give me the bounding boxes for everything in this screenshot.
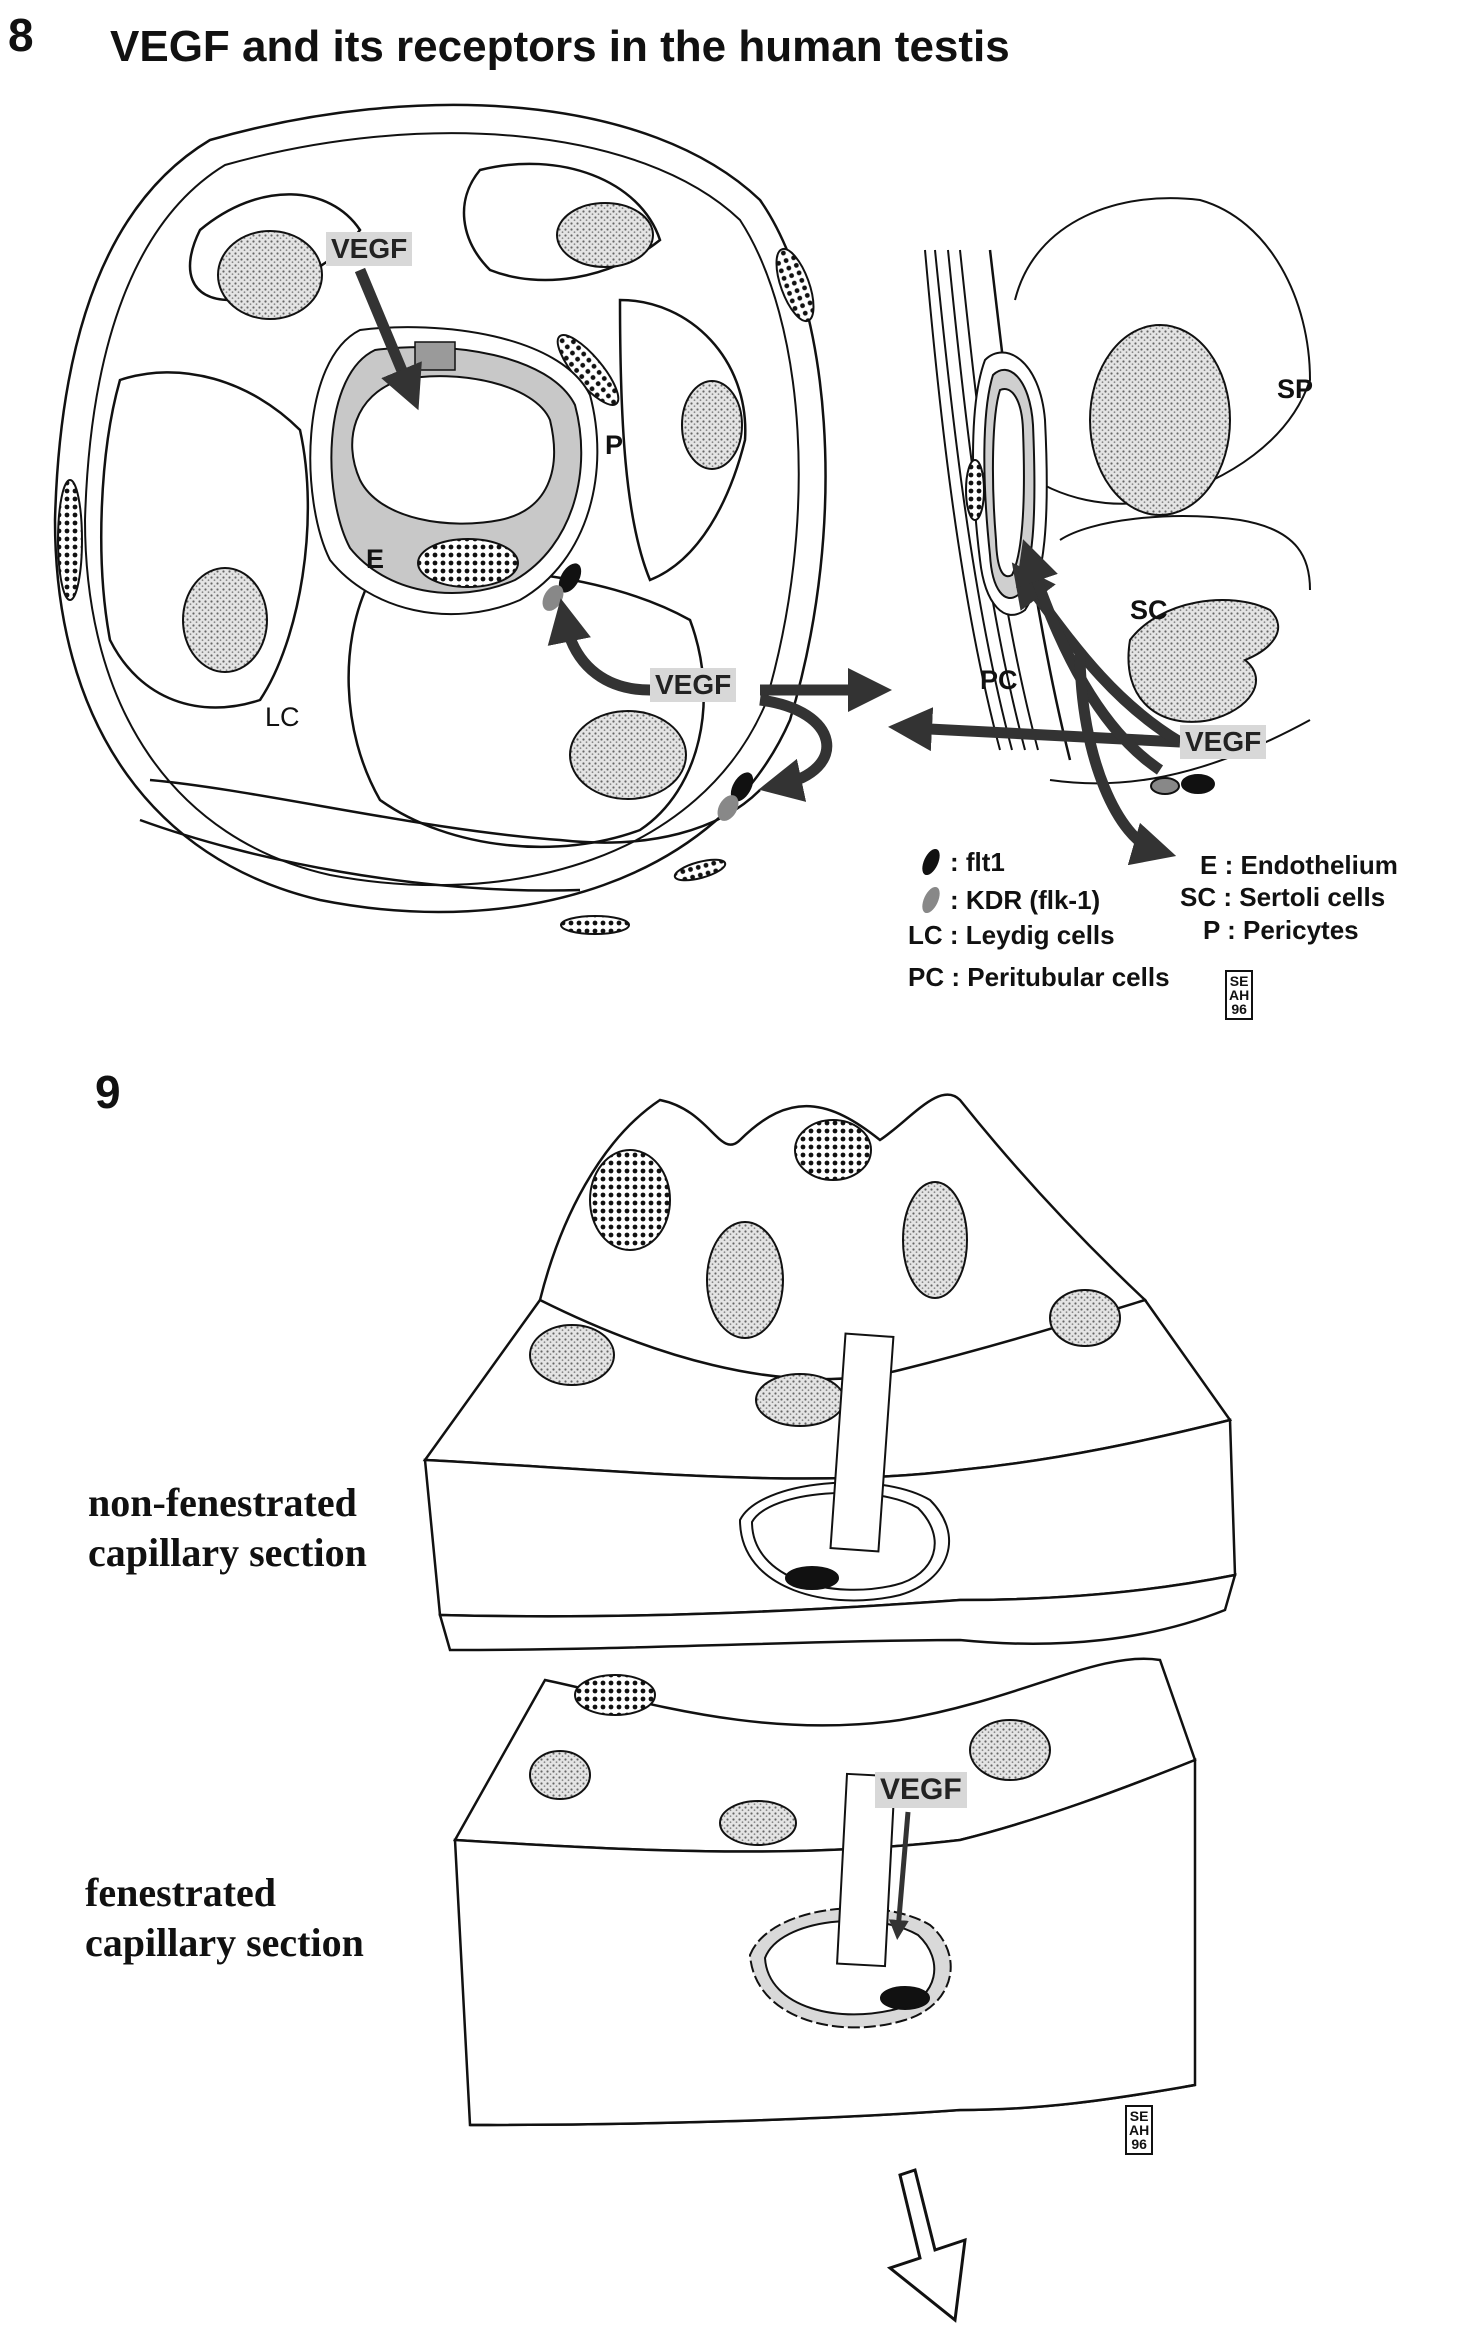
nuclei-group bbox=[57, 202, 815, 935]
nucleus bbox=[965, 459, 985, 521]
kdr-receptor bbox=[1150, 777, 1180, 795]
vegf-label: VEGF bbox=[650, 668, 737, 702]
vegf-label: VEGF bbox=[326, 232, 413, 266]
lower-cells bbox=[529, 1674, 1051, 2029]
label-sertoli: SC bbox=[1130, 595, 1168, 625]
label-spermatocyte: SP bbox=[1277, 374, 1314, 404]
legend-item-sertoli: SC : Sertoli cells bbox=[1180, 882, 1386, 912]
outer-boundary bbox=[53, 103, 827, 914]
label-peritubular: PC bbox=[980, 665, 1018, 695]
interstitial-nucleus bbox=[529, 1750, 591, 1800]
flt1-receptor bbox=[730, 772, 754, 802]
flt1-receptor bbox=[1181, 774, 1215, 794]
legend-item-leydig: LC : Leydig cells bbox=[908, 920, 1115, 950]
vegf-arrows-left bbox=[354, 267, 892, 802]
endothelial-nucleus bbox=[880, 1986, 930, 2010]
spermatocyte-nucleus bbox=[589, 1149, 671, 1251]
nucleus bbox=[57, 479, 83, 601]
section-plane bbox=[829, 1332, 895, 1553]
nucleus bbox=[560, 915, 630, 935]
label-fenestrated: fenestrated capillary section bbox=[85, 1870, 364, 1965]
artist-signature: SE AH 96 bbox=[1225, 970, 1254, 1020]
figure-8-title: VEGF and its receptors in the human test… bbox=[110, 22, 1010, 71]
label-leydig: LC bbox=[265, 702, 300, 732]
nucleus bbox=[673, 858, 727, 882]
vegf-arrow-lower bbox=[888, 1811, 911, 1940]
nucleus bbox=[217, 230, 323, 320]
interstitial-nucleus bbox=[755, 1373, 845, 1427]
figure-9-number: 9 bbox=[95, 1066, 121, 1118]
vegf-label: VEGF bbox=[1180, 725, 1267, 759]
label-endothelium: E bbox=[366, 544, 385, 574]
interstitial-nucleus bbox=[969, 1719, 1051, 1781]
legend-item-endothelium: E : Endothelium bbox=[1200, 850, 1398, 880]
nucleus bbox=[1089, 324, 1231, 516]
nucleus bbox=[569, 710, 687, 800]
legend-item-flt1: : flt1 bbox=[950, 847, 1005, 877]
section-plane bbox=[836, 1772, 896, 1968]
flt1-swatch bbox=[922, 848, 940, 876]
nucleus bbox=[182, 567, 268, 673]
legend-item-pericytes: P : Pericytes bbox=[1203, 915, 1359, 945]
capillary-lumen bbox=[351, 375, 555, 525]
nuclei-right bbox=[965, 324, 1280, 795]
vegf-label: VEGF bbox=[875, 1772, 967, 1808]
label-non-fenestrated: non-fenestrated capillary section bbox=[88, 1480, 367, 1575]
direction-arrow bbox=[886, 2168, 967, 2323]
spermatocyte-nucleus bbox=[574, 1674, 656, 1716]
lower-block bbox=[452, 1657, 1197, 2127]
sertoli-nucleus bbox=[706, 1221, 784, 1339]
interstitial-nucleus bbox=[719, 1800, 797, 1846]
upper-cells bbox=[529, 1119, 1121, 1602]
interstitial-nucleus bbox=[1049, 1289, 1121, 1347]
interstitial-nucleus bbox=[529, 1324, 615, 1386]
kdr-swatch bbox=[922, 886, 940, 914]
endothelial-nucleus bbox=[417, 538, 519, 588]
nucleus bbox=[556, 202, 654, 268]
legend-item-kdr: : KDR (flk-1) bbox=[950, 885, 1101, 915]
endothelial-nucleus bbox=[785, 1566, 839, 1590]
artist-signature: SE AH 96 bbox=[1125, 2105, 1154, 2155]
nucleus bbox=[775, 247, 815, 323]
nucleus bbox=[681, 380, 743, 470]
nucleus bbox=[1127, 599, 1280, 723]
label-pericyte: P bbox=[605, 430, 624, 460]
upper-block-lower bbox=[438, 1573, 1237, 1652]
vegf-arrows-right bbox=[888, 539, 1183, 866]
figure-8-number: 8 bbox=[8, 9, 34, 61]
sertoli-nucleus bbox=[902, 1181, 968, 1299]
kdr-receptor bbox=[717, 795, 739, 821]
flt1-receptor bbox=[558, 563, 582, 593]
spermatocyte-nucleus bbox=[794, 1119, 872, 1181]
legend-item-peritubular: PC : Peritubular cells bbox=[908, 962, 1170, 992]
